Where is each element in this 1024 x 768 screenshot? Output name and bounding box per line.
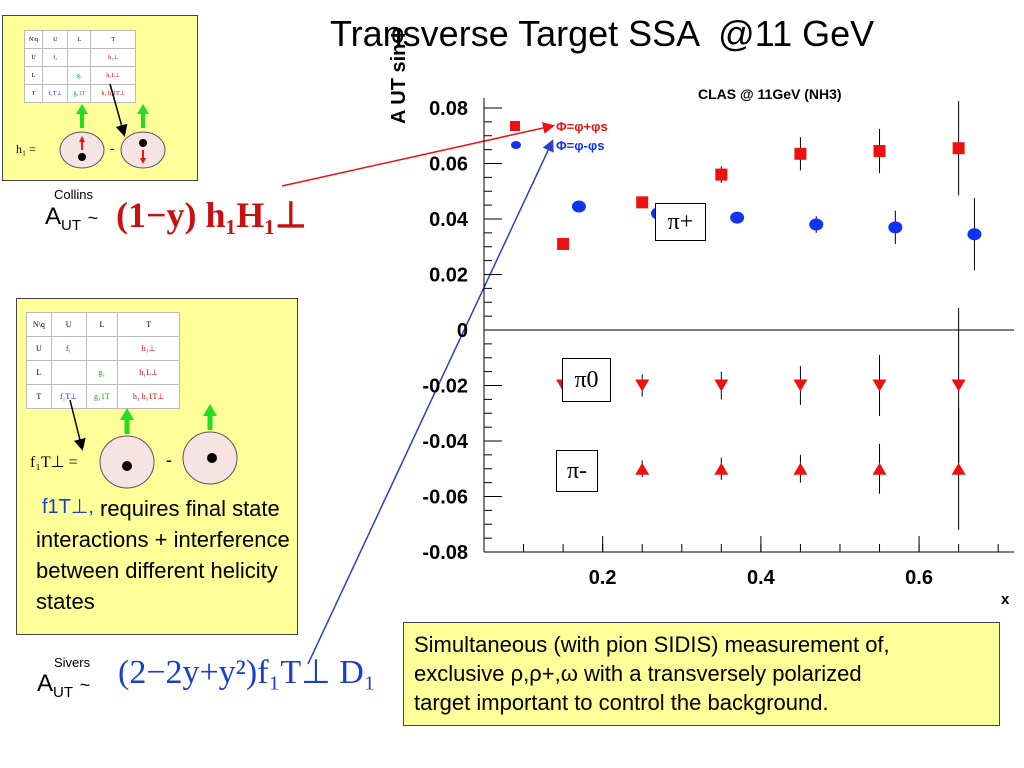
y-tick-label: -0.06 (422, 487, 468, 509)
legend-label: Φ=φ-φs (556, 138, 604, 153)
y-tick-label: -0.08 (422, 542, 468, 564)
data-point-triangle-up (793, 462, 808, 475)
table-col-header: L (67, 30, 92, 49)
minus-sign: - (166, 450, 172, 470)
data-point-triangle-up (635, 462, 650, 475)
fsi-note: requires final state interactions + inte… (36, 493, 298, 617)
f1t-formula-label: f₁T⊥ = (30, 454, 78, 471)
fsi-note-highlight: f1T⊥, (42, 496, 94, 518)
sivers-formula: (2−2y+y²)f₁T⊥ D₁ (118, 654, 376, 691)
data-point-triangle-up (714, 462, 729, 475)
sivers-superscript: Sivers (54, 655, 91, 670)
data-point-square (715, 168, 728, 181)
data-point-circle (809, 218, 824, 231)
y-tick-label: 0.06 (429, 154, 468, 176)
data-point-circle (571, 200, 586, 213)
y-axis-label: A UT sinΦ (388, 27, 410, 124)
table-row-header: T (23, 84, 44, 103)
table-cell: h₁L⊥ (117, 360, 180, 385)
table-cell: g₁1T (67, 84, 92, 103)
minus-sign: - (110, 140, 115, 156)
table-cell: h₁ h₁1T⊥ (117, 384, 180, 409)
table-cell: f₁T⊥ (50, 384, 87, 409)
data-point-triangle-down (951, 379, 966, 392)
y-tick-label: 0.08 (429, 98, 468, 120)
collins-lhs: AUT ~ (45, 203, 99, 234)
collins-superscript: Collins (54, 187, 94, 202)
y-tick-label: 0 (457, 320, 468, 342)
data-point-circle (730, 211, 745, 224)
h1-formula-label: h₁ = (16, 142, 36, 156)
data-point-square (952, 142, 965, 155)
x-axis-label: x (1001, 591, 1010, 608)
table-cell (50, 360, 87, 385)
y-tick-label: 0.02 (429, 265, 468, 287)
table-corner: N\q (26, 312, 52, 337)
table-cell: f₁T⊥ (42, 84, 69, 103)
table-cell: h₁⊥ (117, 336, 180, 361)
sivers-lhs: AUT ~ (37, 670, 91, 701)
data-point-circle (888, 221, 903, 234)
legend-marker (510, 121, 520, 131)
data-point-triangle-down (793, 379, 808, 392)
data-point-triangle-down (635, 379, 650, 392)
x-tick-label: 0.4 (747, 567, 776, 589)
x-tick-label: 0.6 (905, 567, 933, 589)
collins-formula: (1−y) h₁H₁⊥ (116, 195, 307, 235)
panel-label-pi-plus: π+ (655, 203, 706, 241)
data-point-square (636, 196, 649, 209)
data-point-triangle-down (714, 379, 729, 392)
data-point-square (557, 237, 570, 250)
x-tick-label: 0.2 (589, 567, 617, 589)
data-point-triangle-up (951, 462, 966, 475)
chart-title: CLAS @ 11GeV (NH3) (698, 86, 842, 102)
fsi-note-text: requires final state interactions + inte… (36, 496, 290, 614)
data-point-triangle-down (872, 379, 887, 392)
table-col-header: T (117, 312, 180, 337)
panel-label-pi-minus: π- (556, 450, 598, 492)
legend-label: Φ=φ+φs (556, 119, 608, 134)
panel-label-pi-zero: π0 (562, 358, 611, 402)
y-tick-label: -0.02 (422, 376, 468, 398)
y-tick-label: -0.04 (422, 431, 468, 453)
table-col-header: U (50, 312, 87, 337)
data-point-triangle-up (872, 462, 887, 475)
data-point-circle (967, 228, 982, 241)
table-cell: g₁1T (85, 384, 119, 409)
data-point-square (794, 147, 807, 160)
page-title: Transverse Target SSA @11 GeV (330, 13, 875, 54)
callout-box: Simultaneous (with pion SIDIS) measureme… (403, 622, 1000, 726)
y-tick-label: 0.04 (429, 209, 469, 231)
legend-marker (511, 141, 521, 149)
data-point-square (873, 145, 886, 158)
